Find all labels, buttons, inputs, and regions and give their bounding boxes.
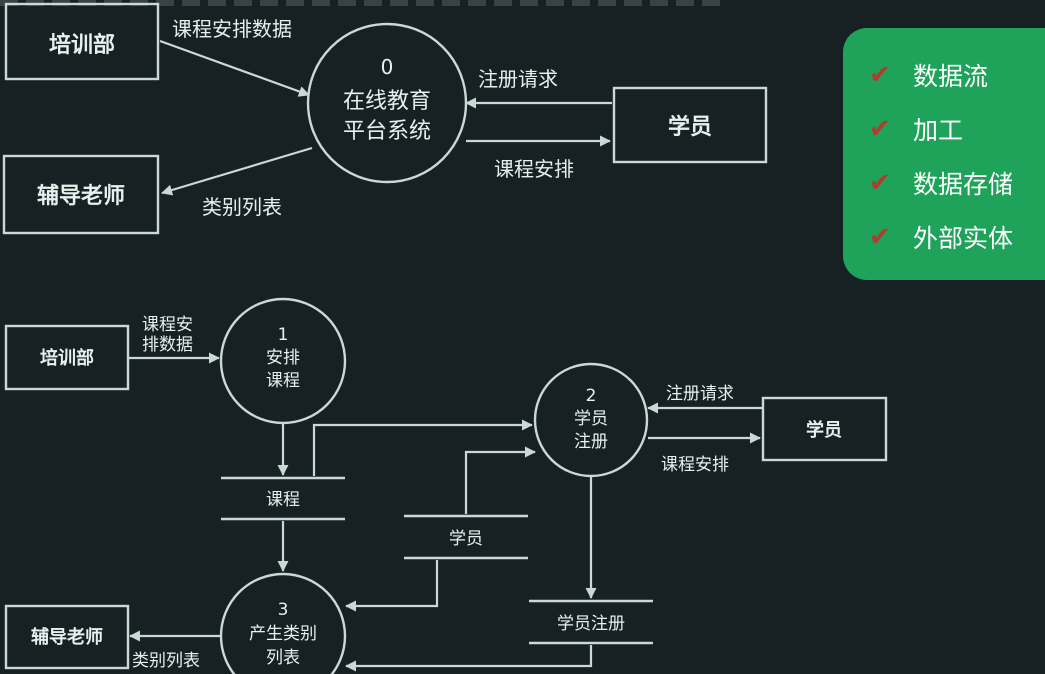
- flow-arrow-registration-store-to-p3: [345, 645, 593, 672]
- process-label-1-line2: 课程: [266, 371, 300, 391]
- flow-label-course-schedule-l1: 课程安排: [661, 455, 729, 475]
- process-label-2-line1: 学员: [574, 409, 608, 429]
- entity-label-student-l1: 学员: [806, 419, 842, 441]
- store-label-registration: 学员注册: [557, 614, 625, 634]
- flow-arrow-course-store-to-p2: [312, 419, 533, 476]
- flow-arrow-schedule-data: [159, 39, 310, 97]
- flow-label-register-request-l1: 注册请求: [666, 384, 734, 404]
- flow-arrow-category-list: [161, 146, 313, 196]
- process-label-2-line2: 注册: [574, 432, 608, 452]
- entity-label-tutor-l1: 辅导老师: [31, 626, 103, 648]
- check-icon: ✔: [869, 114, 891, 144]
- process-number-2: 2: [586, 386, 597, 406]
- process-number-1: 1: [278, 325, 289, 345]
- process-label-0-line2: 平台系统: [343, 119, 431, 144]
- check-icon: ✔: [869, 168, 891, 198]
- flow-arrow-student-store-to-p3: [345, 560, 439, 612]
- store-label-course: 课程: [266, 490, 300, 510]
- process-circle-2: [533, 362, 649, 478]
- legend-item-external-entity: ✔ 外部实体: [869, 210, 1045, 264]
- context-diagram: 培训部 辅导老师 学员 0 在线教育 平台系统 课程安排数据 类别列表 注册请求…: [2, 2, 768, 235]
- data-store-student: 学员: [404, 514, 528, 560]
- flow-label-category-list: 类别列表: [202, 195, 282, 219]
- process-label-1-line1: 安排: [266, 348, 300, 368]
- entity-label-student: 学员: [668, 114, 712, 140]
- store-label-student: 学员: [449, 529, 483, 549]
- entity-box-student-l1: [761, 396, 888, 462]
- flow-label-schedule-data-line1: 课程安: [142, 315, 193, 335]
- legend-panel: ✔ 数据流 ✔ 加工 ✔ 数据存储 ✔ 外部实体: [843, 28, 1045, 280]
- data-store-course: 课程: [221, 476, 345, 521]
- data-store-registration: 学员注册: [529, 599, 653, 645]
- entity-label-tutor: 辅导老师: [37, 183, 125, 209]
- level1-diagram: 培训部 辅导老师 学员 1 安排 课程 2 学员 注册 3 产生类别 列表 课程…: [4, 297, 888, 674]
- process-number-3: 3: [278, 600, 289, 620]
- flow-label-schedule-data-line2: 排数据: [142, 335, 193, 355]
- entity-label-training-dept: 培训部: [49, 32, 115, 58]
- legend-label: 加工: [913, 116, 964, 145]
- legend-label: 数据存储: [913, 170, 1014, 199]
- entity-box-training-dept: [4, 2, 160, 81]
- legend-item-data-store: ✔ 数据存储: [869, 156, 1045, 210]
- process-label-0-line1: 在线教育: [343, 89, 431, 114]
- process-label-3-line2: 列表: [266, 648, 300, 668]
- entity-box-tutor-l1: [4, 604, 130, 670]
- process-circle-1: [219, 297, 347, 425]
- legend-item-process: ✔ 加工: [869, 102, 1045, 156]
- legend-item-data-flow: ✔ 数据流: [869, 48, 1045, 102]
- flow-label-schedule-data: 课程安排数据: [172, 17, 292, 41]
- top-decoration-strip: [0, 0, 720, 6]
- entity-box-tutor: [2, 154, 160, 235]
- entity-box-training-dept-l1: [4, 324, 130, 391]
- entity-box-student: [612, 86, 768, 164]
- process-label-3-line1: 产生类别: [249, 624, 317, 644]
- flow-label-category-list-l1: 类别列表: [132, 651, 200, 671]
- process-number-0: 0: [381, 55, 394, 79]
- legend-label: 外部实体: [913, 224, 1014, 253]
- check-icon: ✔: [869, 222, 891, 252]
- entity-label-training-dept-l1: 培训部: [40, 347, 94, 369]
- flow-arrow-student-store-to-p2: [464, 446, 536, 514]
- check-icon: ✔: [869, 60, 891, 90]
- legend-label: 数据流: [913, 62, 989, 91]
- flow-label-register-request: 注册请求: [478, 67, 558, 91]
- flow-label-course-schedule: 课程安排: [494, 157, 574, 181]
